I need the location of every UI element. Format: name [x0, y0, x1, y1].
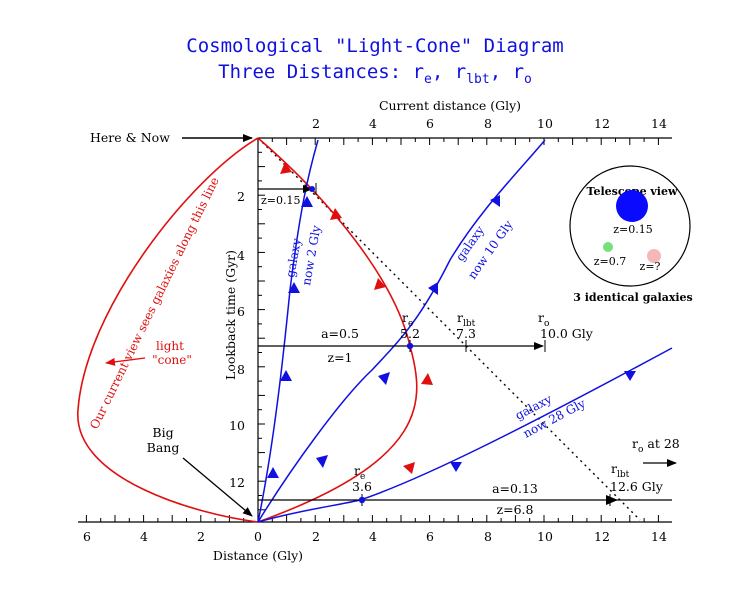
red-arrowhead — [403, 462, 415, 474]
blue-arrowhead — [624, 371, 636, 381]
telescope-z015-label: z=0.15 — [613, 223, 653, 236]
telescope-caption: 3 identical galaxies — [573, 291, 693, 304]
rlbt-symbol-2: rlbt — [611, 461, 630, 480]
blue-arrowhead — [316, 455, 328, 468]
top-tick-label: 4 — [369, 116, 377, 131]
big-bang-label-2: Bang — [147, 440, 180, 455]
re-value-2: 3.6 — [352, 479, 372, 494]
light-label: light — [156, 339, 184, 353]
top-tick-label: 12 — [594, 116, 610, 131]
bottom-tick-label: 0 — [254, 529, 262, 544]
blue-arrowhead — [267, 467, 279, 478]
bottom-tick-label: 6 — [83, 529, 91, 544]
title-line-1: Cosmological "Light-Cone" Diagram — [186, 35, 564, 57]
rlbt-symbol-1: rlbt — [457, 310, 476, 329]
current-view-label: Our current view sees galaxies along thi… — [87, 175, 222, 431]
galaxy-z015 — [616, 190, 648, 222]
red-arrowhead — [421, 373, 433, 385]
left-tick-label: 8 — [237, 362, 245, 377]
top-tick-label: 14 — [651, 116, 667, 131]
top-tick-label: 6 — [426, 116, 434, 131]
left-axis-title: Lookback time (Gyr) — [223, 250, 238, 380]
blue-arrowhead — [428, 282, 438, 295]
z015-label: z=0.15 — [261, 194, 301, 207]
worldline-galaxy-28gly — [257, 347, 673, 523]
z68-label: z=6.8 — [497, 502, 534, 517]
blue-arrowhead — [301, 196, 313, 207]
bottom-tick-label: 4 — [369, 529, 377, 544]
blue-arrowhead — [280, 370, 292, 381]
telescope-z-unknown-label: z=? — [640, 260, 661, 273]
top-tick-label: 8 — [484, 116, 492, 131]
bottom-tick-label: 2 — [197, 529, 205, 544]
bottom-axis-ticks: 6 4 2 0 2 4 6 8 10 12 14 — [83, 529, 667, 544]
ro-symbol-1: ro — [538, 310, 549, 329]
telescope-z07-label: z=0.7 — [594, 255, 627, 268]
light-cone-left-curve — [77, 137, 259, 523]
bottom-tick-label: 14 — [651, 529, 667, 544]
galaxy-2gly-label-1: galaxy — [283, 237, 304, 278]
left-tick-label: 2 — [237, 189, 245, 204]
bottom-tick-label: 12 — [594, 529, 610, 544]
light-cone-pointer-arrow — [105, 357, 146, 366]
blue-arrowhead — [378, 372, 390, 385]
cone-label: "cone" — [152, 353, 192, 367]
galaxy-z-unknown — [647, 249, 661, 263]
red-arrowhead — [280, 162, 292, 174]
a013-label: a=0.13 — [492, 481, 538, 496]
big-bang-label-1: Big — [152, 425, 173, 440]
blue-arrowhead — [450, 462, 462, 472]
red-arrowhead — [374, 278, 386, 290]
left-axis-ticks: 2 4 6 8 10 12 — [229, 189, 245, 490]
bottom-axis-title: Distance (Gly) — [213, 548, 303, 563]
telescope-view-panel: Telescope view z=0.15 z=0.7 z=? 3 identi… — [569, 165, 693, 304]
dotted-reference-line — [257, 137, 641, 521]
rlbt-value-2: 12.6 Gly — [610, 479, 664, 494]
rlbt-value-1: 7.3 — [456, 326, 476, 341]
bottom-tick-label: 4 — [140, 529, 148, 544]
left-tick-label: 6 — [237, 304, 245, 319]
left-tick-label: 4 — [237, 248, 245, 263]
top-tick-label: 10 — [537, 116, 553, 131]
top-axis-title: Current distance (Gly) — [379, 98, 521, 113]
here-now-label: Here & Now — [90, 130, 170, 145]
axis-ticks — [85, 138, 659, 522]
top-tick-label: 2 — [312, 116, 320, 131]
ro-value-1: 10.0 Gly — [540, 326, 594, 341]
re-symbol-1: re — [402, 310, 413, 329]
emission-point — [358, 496, 366, 504]
z1-label: z=1 — [327, 350, 352, 365]
re-symbol-2: re — [354, 463, 365, 482]
blue-arrowhead — [490, 195, 500, 207]
title-line-2: Three Distances: re, rlbt, ro — [218, 61, 532, 87]
blue-arrowhead — [288, 282, 300, 293]
big-bang-arrow — [182, 457, 253, 517]
bottom-tick-label: 6 — [426, 529, 434, 544]
worldline-galaxy-10gly — [257, 139, 546, 523]
top-axis-ticks: 2 4 6 8 10 12 14 — [312, 116, 667, 131]
galaxy-2gly-label-2: now 2 Gly — [299, 224, 323, 286]
left-tick-label: 12 — [229, 475, 245, 490]
a05-label: a=0.5 — [321, 326, 359, 341]
left-tick-label: 10 — [229, 418, 245, 433]
emission-point — [309, 186, 315, 192]
bottom-tick-label: 2 — [312, 529, 320, 544]
galaxy-z07 — [603, 242, 613, 252]
re-value-1: 5.2 — [400, 326, 420, 341]
worldline-galaxy-2gly — [257, 139, 319, 523]
emission-point — [406, 342, 414, 350]
axes — [78, 137, 672, 523]
red-arrowhead — [330, 208, 342, 220]
arrowhead — [606, 495, 618, 505]
bottom-tick-label: 10 — [537, 529, 553, 544]
bottom-tick-label: 8 — [484, 529, 492, 544]
